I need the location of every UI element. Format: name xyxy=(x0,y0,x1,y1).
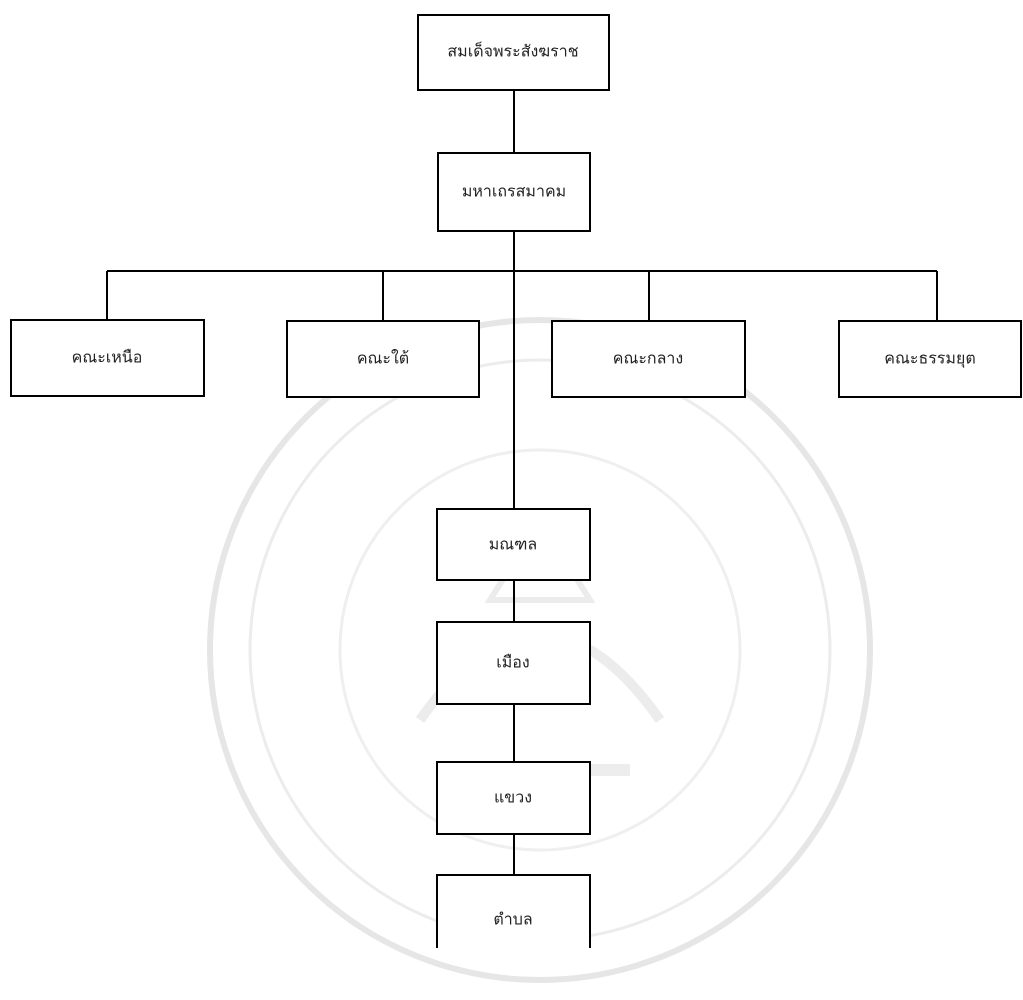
node-dhammayut-label: คณะธรรมยุต xyxy=(884,349,975,369)
node-monthon: มณฑล xyxy=(436,508,591,581)
node-central-label: คณะกลาง xyxy=(613,349,683,368)
node-mueang: เมือง xyxy=(436,621,591,705)
node-north: คณะเหนือ xyxy=(10,319,205,397)
node-monthon-label: มณฑล xyxy=(489,535,537,554)
org-chart: สมเด็จพระสังฆราช มหาเถรสมาคม คณะเหนือ คณ… xyxy=(10,14,1022,948)
node-central: คณะกลาง xyxy=(551,320,746,398)
node-dhammayut: คณะธรรมยุต xyxy=(838,320,1022,398)
node-tambon-label: ตำบล xyxy=(493,910,532,929)
node-council-label: มหาเถรสมาคม xyxy=(462,182,566,201)
node-tambon: ตำบล xyxy=(436,874,591,948)
node-north-label: คณะเหนือ xyxy=(72,348,143,367)
node-mueang-label: เมือง xyxy=(496,653,529,672)
node-supreme-patriarch-label: สมเด็จพระสังฆราช xyxy=(447,41,578,61)
node-council: มหาเถรสมาคม xyxy=(437,152,591,232)
node-south: คณะใต้ xyxy=(286,320,480,398)
node-supreme-patriarch: สมเด็จพระสังฆราช xyxy=(417,14,610,91)
node-south-label: คณะใต้ xyxy=(357,349,409,368)
node-khwaeng-label: แขวง xyxy=(494,788,532,807)
node-khwaeng: แขวง xyxy=(436,761,591,835)
